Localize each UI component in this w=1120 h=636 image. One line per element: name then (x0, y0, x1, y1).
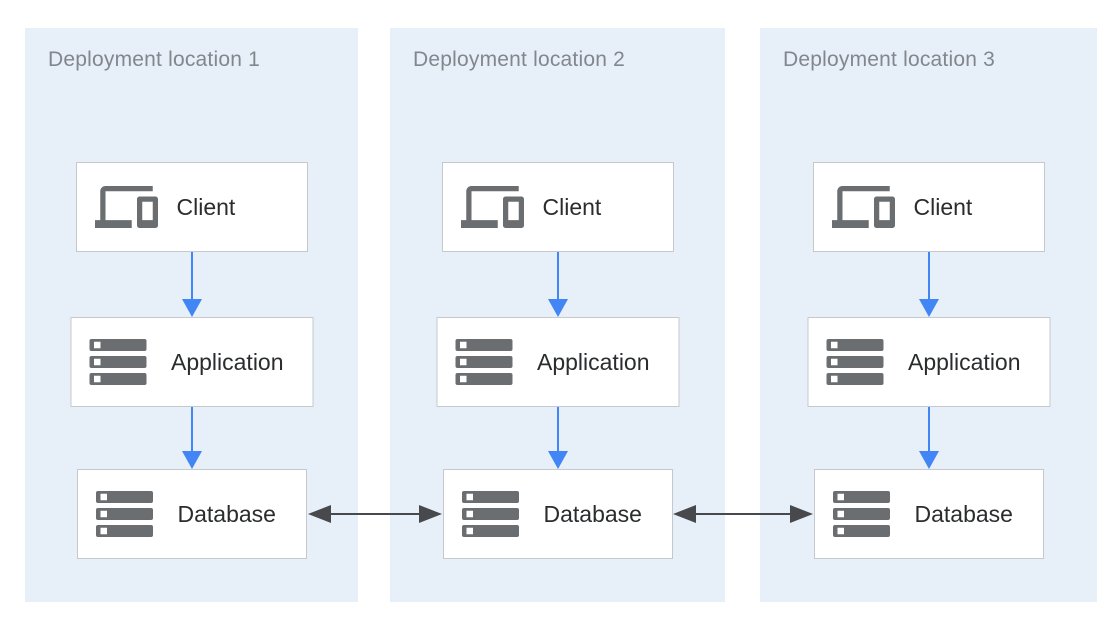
application-node: Application (70, 317, 313, 407)
arrow-shaft (556, 407, 559, 453)
application-to-database-arrow (547, 407, 568, 469)
database-node-label: Database (914, 500, 1013, 527)
application-to-database-arrow (918, 407, 939, 469)
application-node: Application (807, 317, 1050, 407)
arrow-shaft (927, 407, 930, 453)
arrow-head-down (918, 451, 939, 469)
database-node: Database (813, 469, 1044, 559)
arrow-shaft (556, 252, 559, 301)
database-node: Database (442, 469, 673, 559)
client-node-label: Client (542, 193, 602, 220)
client-node-label: Client (176, 193, 236, 220)
arrow-shaft (927, 252, 930, 301)
deployment-location-2-panel: Deployment location 2 Client Application (390, 28, 725, 602)
panel-title: Deployment location 2 (413, 48, 625, 71)
database-node-label: Database (177, 500, 276, 527)
panel-title: Deployment location 3 (783, 48, 995, 71)
client-node: Client (441, 162, 674, 252)
arrow-head-down (547, 299, 568, 317)
arrow-head-down (547, 451, 568, 469)
server-stack-icon (95, 491, 153, 537)
arrow-head-right (419, 505, 442, 523)
arrow-head-left (308, 505, 331, 523)
devices-icon (831, 186, 895, 228)
server-stack-icon (455, 339, 512, 385)
arrow-head-down (181, 299, 202, 317)
arrow-head-down (918, 299, 939, 317)
arrow-shaft (328, 512, 422, 516)
arrow-head-down (181, 451, 202, 469)
database-node-label: Database (543, 500, 642, 527)
database-node: Database (76, 469, 307, 559)
client-to-application-arrow (918, 252, 939, 317)
arrow-head-left (673, 505, 696, 523)
deployment-location-3-panel: Deployment location 3 Client Application (760, 28, 1097, 602)
client-node: Client (812, 162, 1045, 252)
arrow-shaft (693, 512, 793, 516)
server-stack-icon (89, 339, 146, 385)
deployment-location-1-panel: Deployment location 1 Client Application (25, 28, 358, 602)
client-to-application-arrow (547, 252, 568, 317)
database-sync-arrow-1-2 (308, 505, 442, 523)
client-node: Client (75, 162, 308, 252)
devices-icon (460, 186, 524, 228)
server-stack-icon (826, 339, 883, 385)
arrow-shaft (190, 407, 193, 453)
arrow-shaft (190, 252, 193, 301)
server-stack-icon (832, 491, 890, 537)
application-node-label: Application (171, 348, 284, 375)
devices-icon (94, 186, 158, 228)
panel-title: Deployment location 1 (48, 48, 260, 71)
server-stack-icon (461, 491, 519, 537)
application-node-label: Application (908, 348, 1021, 375)
application-to-database-arrow (181, 407, 202, 469)
application-node: Application (436, 317, 679, 407)
database-sync-arrow-2-3 (673, 505, 813, 523)
arrow-head-right (790, 505, 813, 523)
client-to-application-arrow (181, 252, 202, 317)
client-node-label: Client (913, 193, 973, 220)
application-node-label: Application (537, 348, 650, 375)
